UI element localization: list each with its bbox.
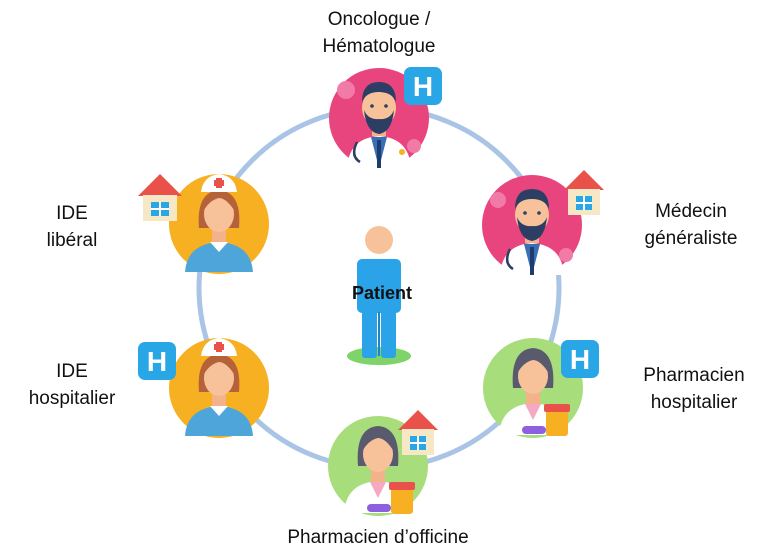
label-ide-hospitalier: IDE hospitalier (12, 358, 132, 412)
house-icon (398, 410, 438, 455)
label-patient: Patient (351, 283, 412, 303)
label-line: généraliste (644, 228, 738, 249)
label-line: Pharmacien d’officine (287, 527, 469, 548)
patient-figure (347, 226, 411, 365)
label-line: IDE (56, 361, 88, 382)
hospital-icon: H (404, 67, 442, 105)
hospital-icon: H (561, 340, 599, 378)
house-icon (564, 170, 604, 215)
label-line: hospitalier (28, 388, 116, 409)
label-line: IDE (56, 203, 88, 224)
label-line: hospitalier (650, 392, 738, 413)
label-pharmacien-hospitalier: Pharmacien hospitalier (626, 362, 762, 416)
ide-liberal-avatar (169, 174, 269, 274)
label-line: Oncologue / (327, 9, 431, 30)
medecin-avatar (482, 175, 582, 275)
label-medecin-generaliste: Médecin généraliste (626, 198, 756, 252)
hospital-icon: H (138, 342, 176, 380)
label-line: libéral (46, 230, 98, 251)
house-icon (138, 174, 182, 221)
label-line: Pharmacien (643, 365, 745, 386)
label-line: Hématologue (322, 36, 436, 57)
label-oncologue: Oncologue / Hématologue (289, 6, 469, 60)
label-line: Médecin (655, 201, 727, 222)
pharmacien-hospitalier-avatar (483, 338, 583, 438)
hospital-badge-letter: H (413, 71, 433, 102)
ide-hospitalier-avatar (169, 338, 269, 438)
label-ide-liberal: IDE libéral (22, 200, 122, 254)
hospital-badge-letter: H (147, 346, 167, 377)
label-pharmacien-officine: Pharmacien d’officine (268, 524, 488, 551)
hospital-badge-letter: H (570, 344, 590, 375)
